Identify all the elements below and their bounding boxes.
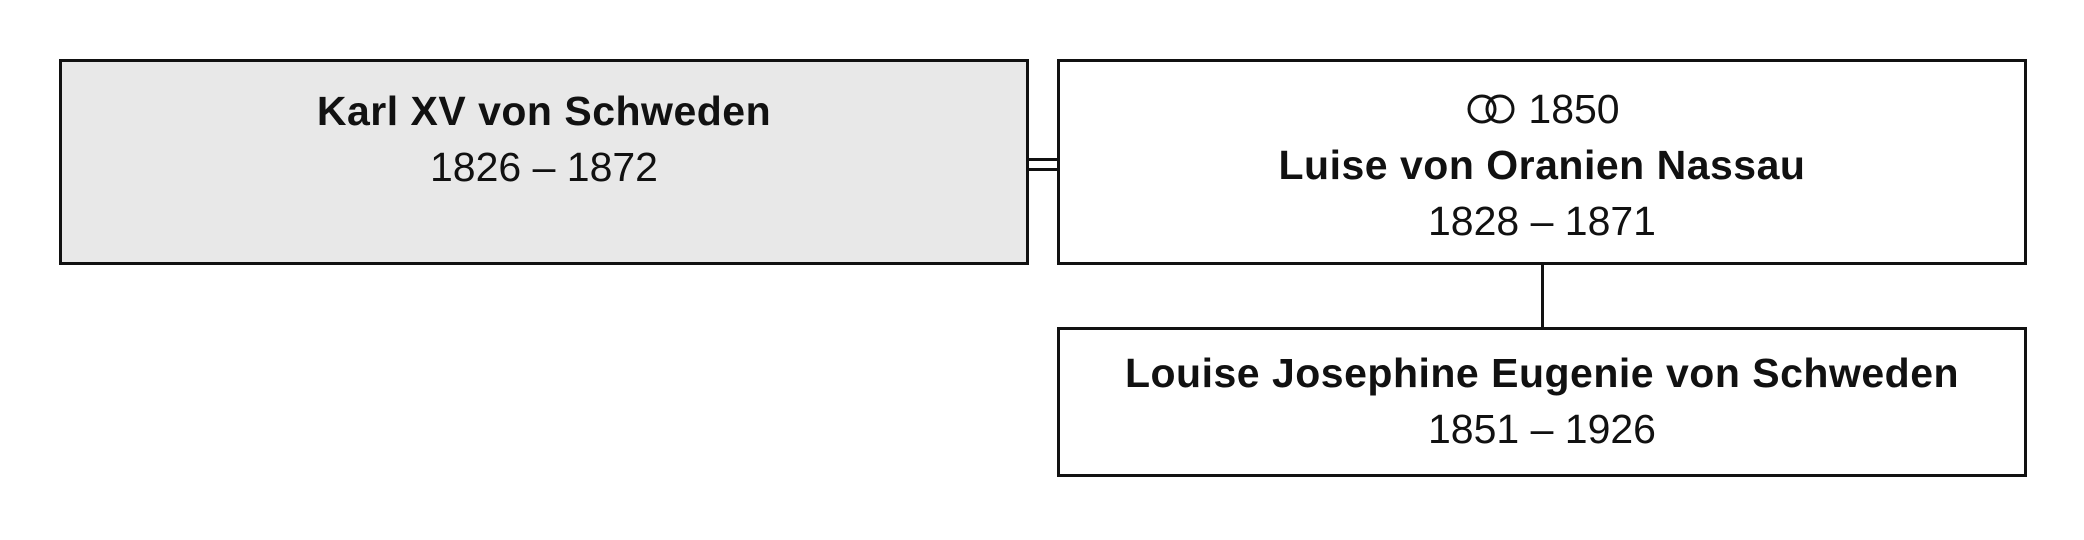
person-dates: 1828 – 1871 [1427,198,1656,244]
person-dates: 1826 – 1872 [429,144,658,190]
rings-icon [1467,94,1515,124]
person-box-luise[interactable]: 1850 Luise von Oranien Nassau 1828 – 187… [1057,59,2027,265]
marriage-year: 1850 [1528,86,1620,132]
marriage-info: 1850 [1060,81,2024,137]
person-name: Luise von Oranien Nassau [1278,142,1806,188]
person-name: Louise Josephine Eugenie von Schweden [1124,350,1960,396]
person-box-karl-xv[interactable]: Karl XV von Schweden 1826 – 1872 [59,59,1029,265]
spouse-connector-line [1029,168,1057,171]
spouse-connector-line [1029,158,1057,161]
person-dates: 1851 – 1926 [1427,406,1656,452]
person-box-louise-josephine[interactable]: Louise Josephine Eugenie von Schweden 18… [1057,327,2027,477]
person-name: Karl XV von Schweden [316,88,772,134]
child-connector-line [1541,265,1544,327]
